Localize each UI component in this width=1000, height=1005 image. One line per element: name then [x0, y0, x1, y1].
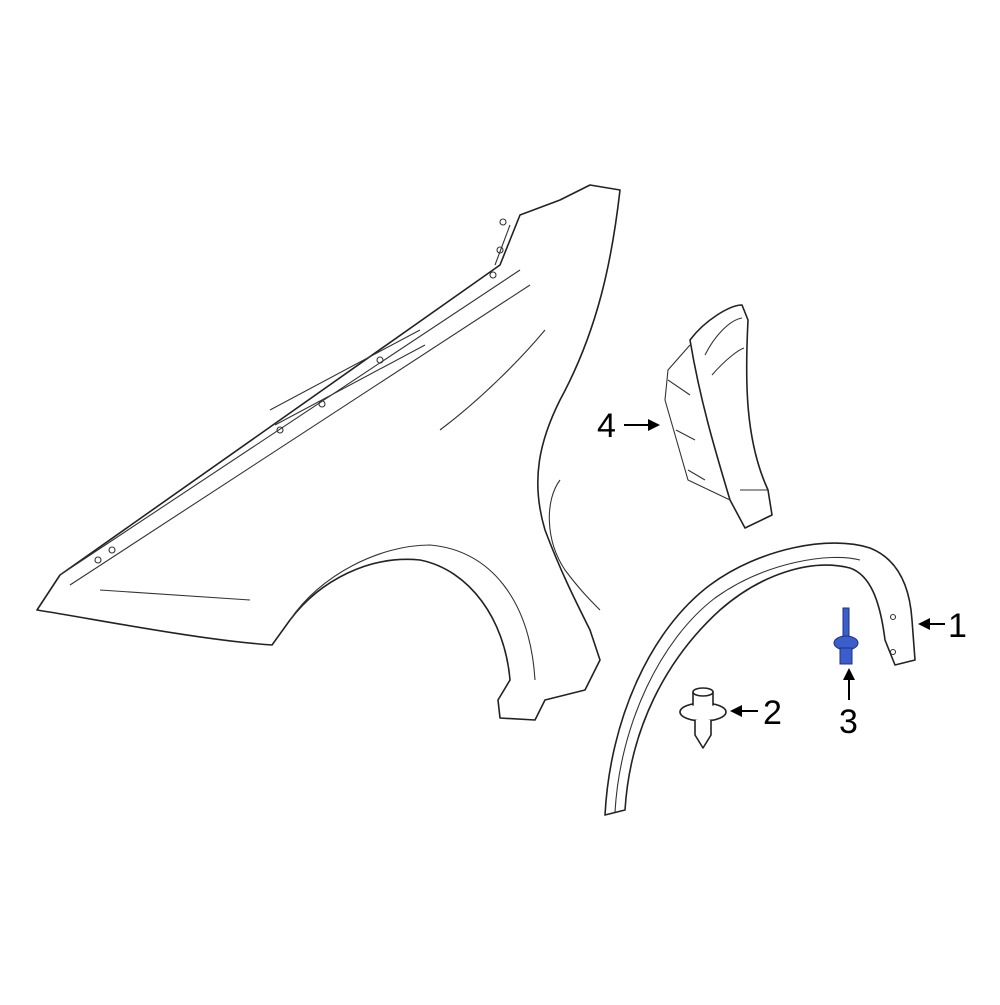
callout-3: 3 — [839, 668, 858, 741]
callout-1: 1 — [918, 607, 967, 645]
fender-vent-trim — [664, 304, 773, 529]
callout-label-2: 2 — [763, 694, 782, 732]
callout-2: 2 — [730, 694, 782, 732]
callout-label-4: 4 — [597, 407, 616, 445]
callout-4: 4 — [597, 407, 660, 445]
wheel-arch-trim — [604, 542, 916, 816]
push-clip — [679, 687, 727, 749]
rivet — [833, 607, 859, 665]
fender — [36, 184, 621, 721]
callout-label-3: 3 — [839, 703, 858, 741]
callout-label-1: 1 — [948, 607, 967, 645]
